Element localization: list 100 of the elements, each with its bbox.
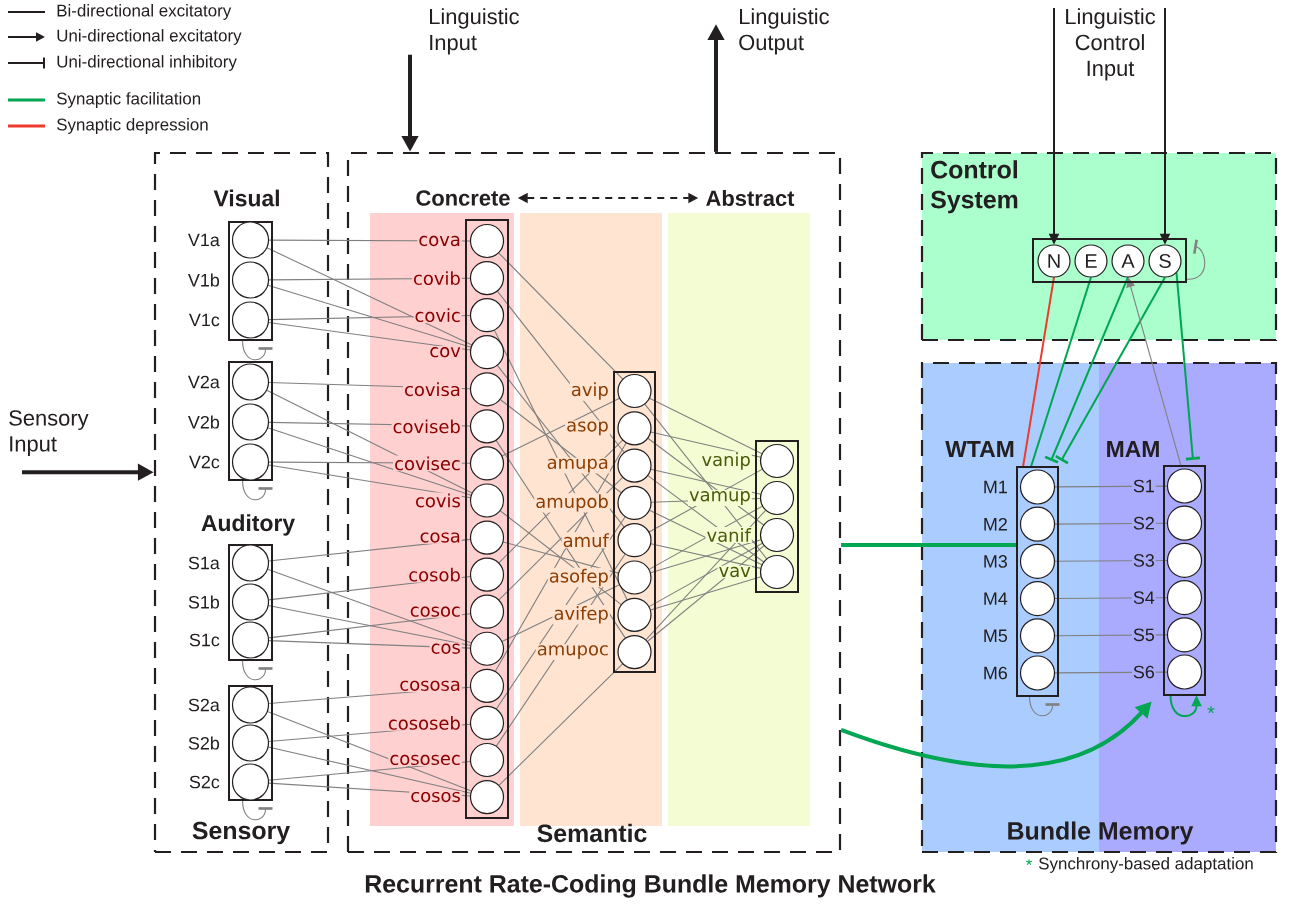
connection-line [648,542,763,608]
neuron-circle [469,298,505,333]
neuron-label: covisa [403,381,462,398]
neuron-label: S2c [187,774,221,790]
neuron-label: vanif [705,527,752,543]
connection-line [498,663,624,786]
connection-line [649,576,762,611]
connection-line [1054,559,1168,562]
group-heading: Visual [213,189,279,207]
connection-line [267,568,472,644]
legend-label: Synaptic facilitation [56,92,201,108]
neuron-label: amuf [561,532,610,549]
neuron-label: M3 [981,554,1009,569]
connection-line [645,509,767,641]
connection-line [268,321,471,351]
neuron-circle [231,724,270,762]
self-loop-arrow [241,799,273,821]
neuron-label: covib [412,270,462,286]
neuron-circle [1019,469,1056,505]
connection-line [648,397,763,455]
neuron-label: V1c [187,312,221,328]
column-box [755,440,799,593]
connection-line [646,545,765,643]
neuron-label: S2a [186,697,221,713]
neuron-circle [617,597,652,632]
connection-line [266,711,472,792]
neuron-circle [469,742,505,778]
inhibitory-arrow [1044,276,1129,464]
input-label: Sensory Input [9,410,89,456]
neuron-circle [759,554,795,590]
column-box [465,219,509,819]
neuron-circle [469,223,505,259]
neuron-circle [469,335,505,370]
neuron-circle [469,668,505,703]
neuron-label: V1b [186,272,221,288]
neuron-circle [231,301,270,339]
neuron-circle [1166,542,1203,578]
connection-line [267,464,472,499]
neuron-label: S2b [186,735,221,751]
edge-label: * [1207,706,1215,714]
group-heading: WTAM [945,441,1014,457]
neuron-circle [617,635,652,670]
neuron-circle [469,520,505,555]
neuron-label: coviseb [391,418,462,435]
neuron-circle [469,631,505,666]
neuron-circle [469,483,505,518]
diagram-title: Recurrent Rate-Coding Bundle Memory Network [365,874,936,898]
footnote: Synchrony-based adaptation [1038,857,1253,873]
group-heading: Auditory [201,514,295,536]
neuron-circle [617,373,652,409]
self-loop-arrow [1169,694,1202,717]
neuron-circle [759,443,795,479]
neuron-circle [231,686,270,724]
neuron-circle [231,763,270,801]
connection-line [1054,597,1168,600]
neuron-label: V2c [187,454,221,470]
group-heading: MAM [1107,441,1159,457]
neuron-circle [617,411,652,446]
neuron-label: S1a [186,555,221,571]
neuron-circle [617,560,652,595]
neuron-circle [1166,654,1203,690]
neuron-label: avifep [552,605,610,625]
connection-line [266,247,473,346]
self-loop-arrow [241,479,273,501]
neuron-label: avip [569,381,610,401]
neuron-circle [231,261,270,299]
neuron-label: V2b [186,414,221,430]
column-box [613,371,656,673]
connection-line [498,252,624,380]
neuron-circle [617,485,652,520]
neuron-label: covisec [393,455,462,472]
neuron-circle [1166,617,1203,653]
self-loop-arrow [241,339,273,361]
neuron-label: cov [428,346,462,359]
neuron-circle [231,363,270,401]
group-heading: Abstract [706,189,795,207]
input-label: Linguistic Input [430,8,519,55]
neuron-label: covic [413,307,462,324]
column-box [1032,238,1187,283]
inhibitory-arrow [1175,271,1200,461]
neuron-circle [1019,543,1056,579]
connection-line [501,397,621,457]
arrow [1126,277,1182,467]
input-label: Linguistic Output [739,8,829,55]
neuron-circle [469,705,505,740]
connection-line [1054,485,1168,488]
legend-label: Uni-directional inhibitory [57,55,237,71]
neuron-label: S1b [186,594,221,610]
legend-label: Synaptic depression [56,118,208,134]
neuron-circle [759,480,795,516]
neuron-circle [1019,581,1056,617]
neuron-label: S5 [1131,627,1156,643]
connection-line [267,746,472,794]
neuron-circle [1166,468,1203,504]
neuron-circle [469,594,505,629]
connection-line [1054,522,1168,525]
neuron-circle [231,621,270,659]
neuron-circle [469,409,505,444]
neuron-circle [1166,580,1203,616]
column-box [228,361,273,481]
